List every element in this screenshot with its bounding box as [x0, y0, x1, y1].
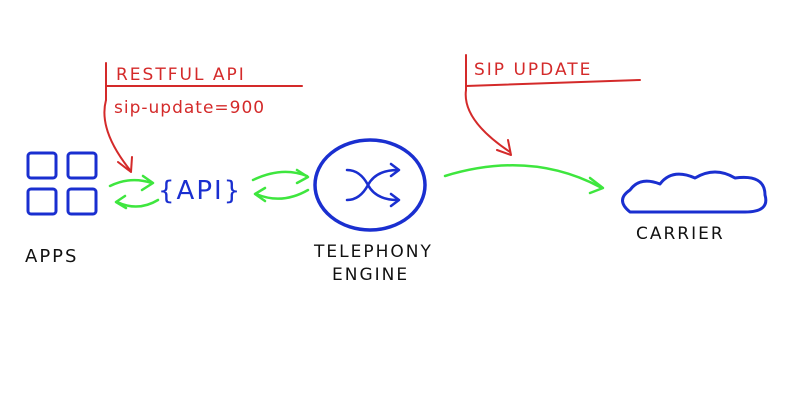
telephony-label-line2: ENGINE [332, 265, 409, 285]
engine-carrier-arrow [443, 164, 605, 195]
cloud-icon [621, 170, 768, 214]
restful-title: RESTFUL API [116, 65, 246, 85]
telephony-label-line1: TELEPHONY [313, 242, 433, 262]
apps-api-arrows [108, 174, 160, 210]
shuffle-icon [345, 162, 401, 208]
carrier-label: CARRIER [636, 224, 725, 244]
sip-update-title: SIP UPDATE [474, 60, 592, 80]
apps-label: APPS [25, 246, 78, 267]
sip-update-annotation: SIP UPDATE [464, 54, 641, 156]
telephony-engine-node [313, 138, 427, 232]
restful-annotation: RESTFUL API sip-update=900 [103, 62, 303, 173]
api-label: {API} [158, 176, 242, 206]
app-grid-icon [26, 151, 98, 216]
api-engine-arrows [251, 168, 310, 203]
restful-detail: sip-update=900 [114, 98, 265, 118]
